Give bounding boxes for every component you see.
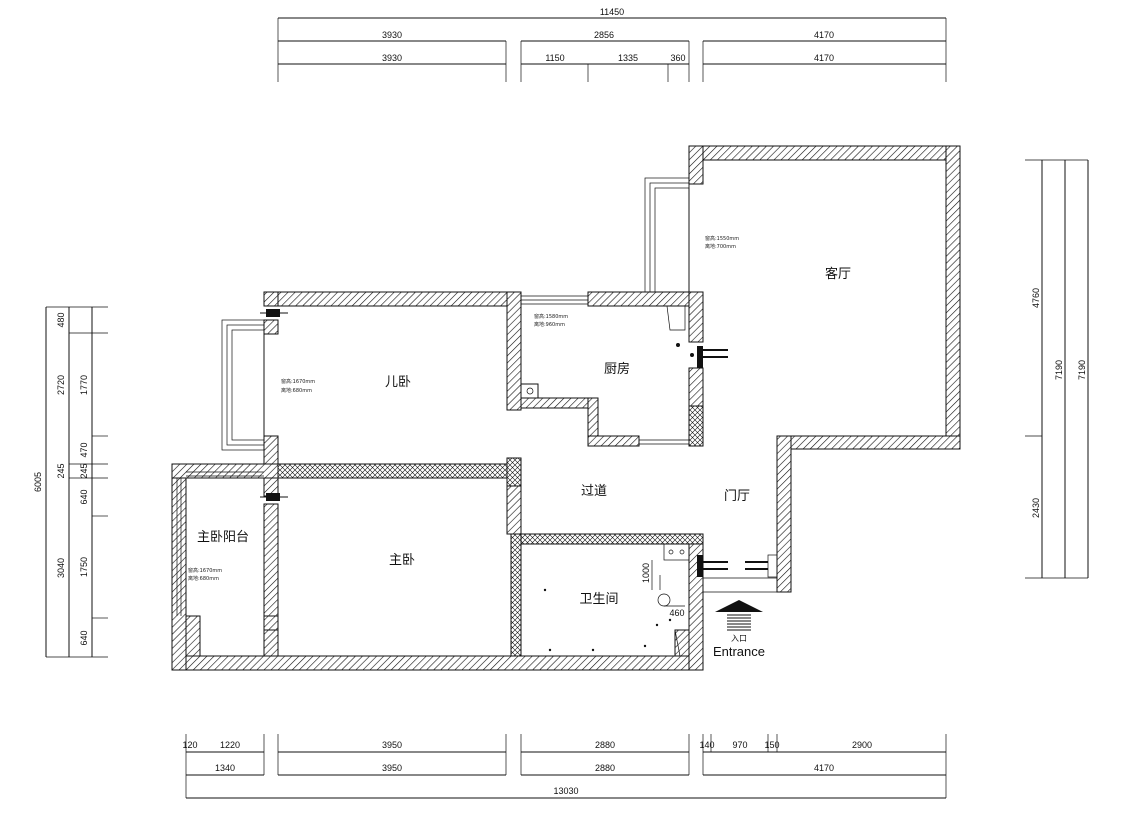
bottom-dimensions: 120 1220 3950 2880 140 970 150 2900 1340…: [182, 734, 947, 799]
dim-right-mid: 7190: [1054, 360, 1064, 380]
room-label-foyer: 门厅: [724, 489, 750, 504]
dim-bot-total: 13030: [553, 786, 578, 796]
dim-bot-r1-5: 140: [699, 740, 714, 750]
note-balcony-sill: 离地:680mm: [188, 575, 219, 582]
bath-dim-1000: 1000: [641, 563, 651, 583]
dim-left-mid-2: 2720: [56, 375, 66, 395]
room-label-master-bedroom: 主卧: [389, 553, 415, 568]
dim-bot-r1-3: 3950: [382, 740, 402, 750]
note-kitchen-sill: 离地:960mm: [534, 321, 565, 328]
dim-bot-r2-3: 2880: [595, 763, 615, 773]
dim-left-in-3: 245: [79, 463, 89, 478]
dim-bot-r1-8: 2900: [852, 740, 872, 750]
dim-bot-r2-4: 4170: [814, 763, 834, 773]
note-kitchen-height: 窗高:1580mm: [534, 313, 568, 320]
dim-top-r3-1: 3930: [382, 53, 402, 63]
dim-left-in-2: 470: [79, 442, 89, 457]
top-dimensions: 11450 3930 2856 4170 3930 1150 1335 360 …: [277, 7, 947, 82]
dim-top-total: 11450: [600, 7, 624, 17]
dim-top-r2-2: 2856: [594, 30, 614, 40]
dim-right-in-1: 4760: [1031, 288, 1041, 308]
fixtures: [260, 305, 778, 657]
dim-bot-r1-2: 1220: [220, 740, 240, 750]
dim-bot-r1-1: 120: [182, 740, 197, 750]
dim-top-r3-2: 1150: [545, 53, 564, 63]
room-label-corridor: 过道: [581, 484, 607, 499]
right-dimensions: 4760 2430 7190 7190: [1025, 159, 1089, 579]
note-child-height: 窗高:1670mm: [281, 378, 315, 385]
dim-left-mid-3: 245: [56, 463, 66, 478]
entrance-label-en: Entrance: [713, 644, 765, 659]
dim-bot-r1-4: 2880: [595, 740, 615, 750]
note-balcony-height: 窗高:1670mm: [188, 567, 222, 574]
room-label-bathroom: 卫生间: [579, 592, 618, 607]
walls: [171, 145, 961, 671]
dim-right-in-2: 2430: [1031, 498, 1041, 518]
dim-top-r2-3: 4170: [814, 30, 834, 40]
dim-left-in-5: 1750: [79, 557, 89, 577]
note-living-sill: 离地:700mm: [705, 243, 736, 250]
entrance-marker: [715, 600, 763, 631]
dim-right-outer: 7190: [1077, 360, 1087, 380]
note-living-height: 窗高:1550mm: [705, 235, 739, 242]
dim-left-mid-4: 3040: [56, 558, 66, 578]
dim-top-r3-4: 360: [670, 53, 685, 63]
left-dimensions: 6005 480 2720 245 3040 1770 470 245 640 …: [33, 306, 108, 658]
room-label-kitchen: 厨房: [604, 361, 630, 377]
note-child-sill: 离地:680mm: [281, 387, 312, 394]
dim-bot-r2-2: 3950: [382, 763, 402, 773]
room-label-living: 客厅: [825, 266, 851, 282]
dim-left-in-4: 640: [79, 489, 89, 504]
dim-bot-r1-7: 150: [764, 740, 779, 750]
dim-top-r2-1: 3930: [382, 30, 402, 40]
bath-dim-460: 460: [669, 608, 684, 618]
entrance-label-cn: 入口: [731, 634, 747, 643]
windows: [176, 177, 791, 616]
dim-left-mid-1: 480: [56, 312, 66, 327]
dim-bot-r2-1: 1340: [215, 763, 235, 773]
dim-bot-r1-6: 970: [732, 740, 747, 750]
dim-left-in-1: 1770: [79, 375, 89, 395]
dim-top-r3-5: 4170: [814, 53, 834, 63]
dim-top-r3-3: 1335: [618, 53, 638, 63]
dim-left-in-6: 640: [79, 630, 89, 645]
room-label-master-balcony: 主卧阳台: [197, 530, 249, 545]
dim-left-total: 6005: [33, 472, 43, 492]
room-label-child-bedroom: 儿卧: [385, 375, 411, 390]
